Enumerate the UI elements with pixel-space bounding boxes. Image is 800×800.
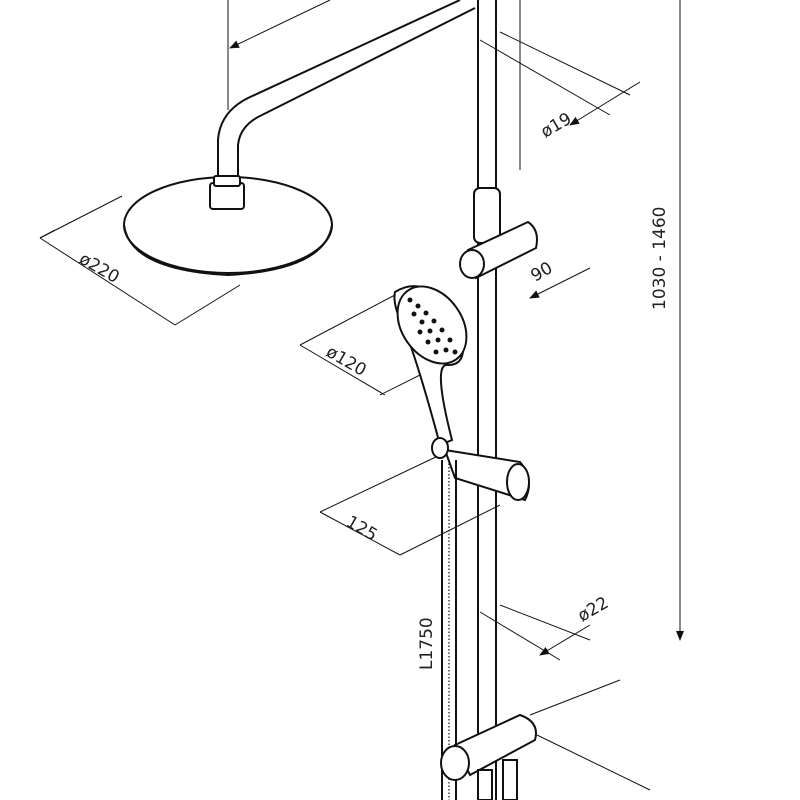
overhead-shower-head	[123, 175, 333, 277]
bottom-diverter	[440, 713, 537, 800]
label-overhead-diameter: ø220	[76, 249, 123, 288]
label-hand-shower-diameter: ø120	[323, 342, 370, 381]
shower-arm	[217, 0, 476, 180]
label-arm-diameter: ø19	[538, 109, 576, 142]
extension-lines	[39, 0, 681, 791]
upper-slider	[459, 220, 538, 280]
label-rail-diameter: ø22	[575, 593, 613, 626]
label-slider-offset: 90	[528, 258, 557, 286]
label-hose-length: L1750	[417, 617, 437, 670]
dimension-arrows	[39, 0, 684, 656]
hand-shower	[393, 285, 468, 447]
hose	[441, 460, 457, 800]
hand-shower-holder	[431, 437, 530, 502]
label-height-range: 1030 - 1460	[650, 207, 670, 310]
label-holder-offset: 125	[343, 512, 381, 546]
rail	[473, 0, 501, 800]
